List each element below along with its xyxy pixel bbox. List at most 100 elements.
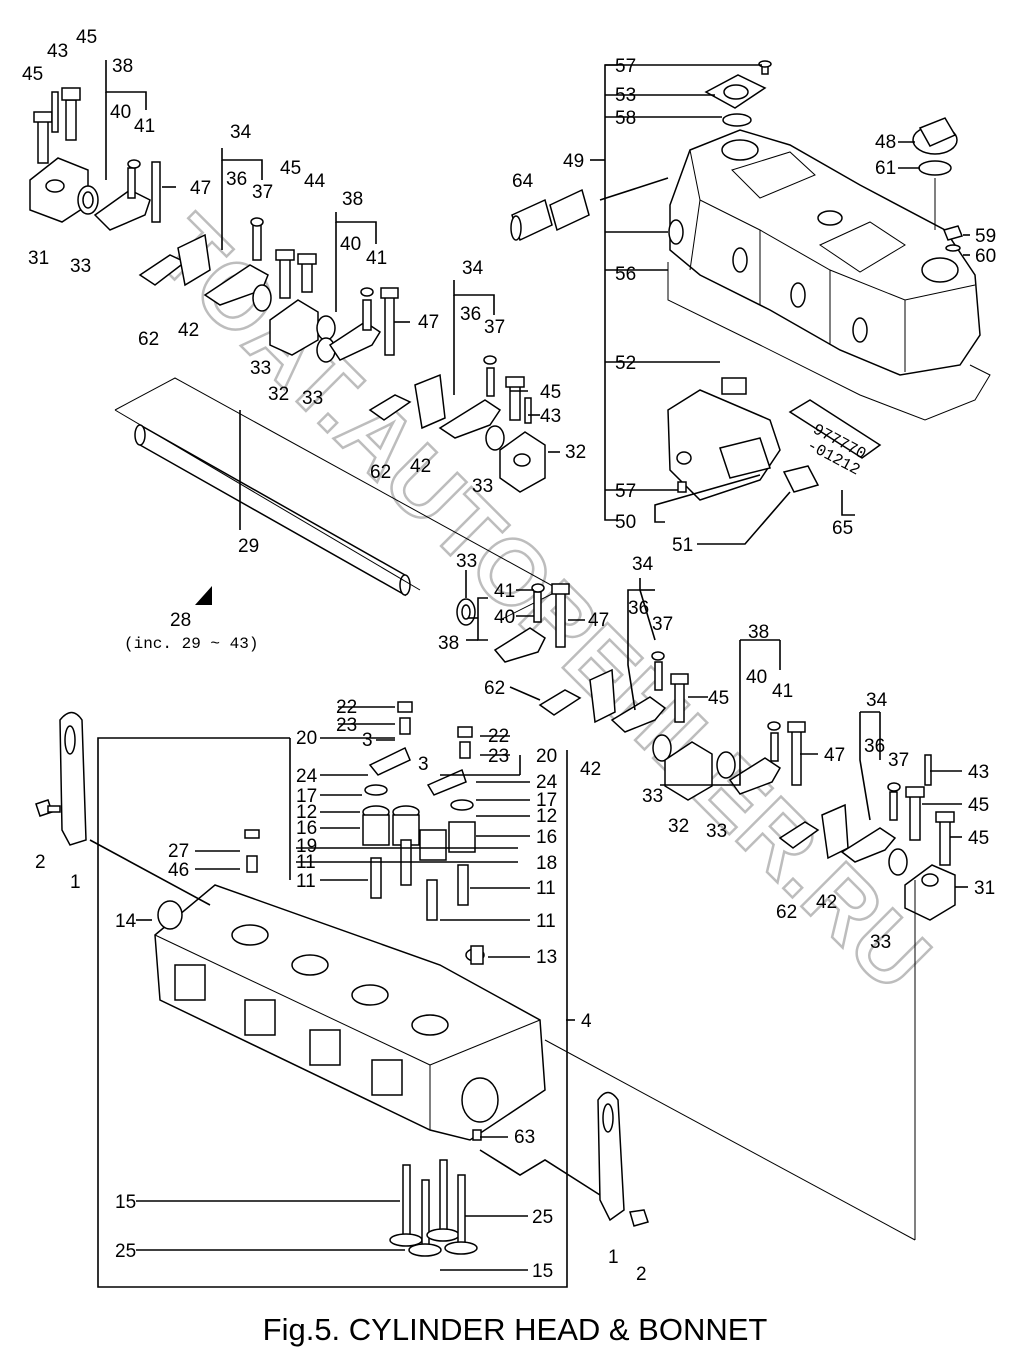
rocker-group-upper-middle <box>203 217 446 430</box>
callout-label: 64 <box>512 171 534 192</box>
callout-label: 57 <box>615 56 636 77</box>
callout-label: 34 <box>866 690 888 711</box>
callout-label: 34 <box>230 122 252 143</box>
callout-label: 33 <box>642 786 663 807</box>
callout-label: 62 <box>138 329 159 350</box>
callout-label: 36 <box>460 304 481 325</box>
callout-label: 57 <box>615 481 636 502</box>
callout-label: 20 <box>536 746 557 767</box>
callout-label: 11 <box>536 878 556 899</box>
bonnet-cover: 977770 -01212 <box>510 60 991 545</box>
callout-label: 47 <box>190 178 211 199</box>
callout-label: 4 <box>581 1011 592 1032</box>
callout-label: 31 <box>974 878 995 899</box>
callout-label: 37 <box>252 182 273 203</box>
rocker-shaft <box>114 377 562 621</box>
callout-label: 41 <box>134 116 155 137</box>
callout-label: 34 <box>462 258 484 279</box>
callout-label: 42 <box>580 759 601 780</box>
callout-label: 58 <box>615 108 636 129</box>
callout-label: 60 <box>975 246 996 267</box>
callout-label: 43 <box>47 41 68 62</box>
callout-label: 25 <box>115 1241 136 1262</box>
callout-label: 12 <box>536 806 557 827</box>
callout-label: 61 <box>875 158 896 179</box>
callout-label: 22 <box>488 726 509 747</box>
callout-label: 24 <box>536 772 558 793</box>
callout-label: 45 <box>76 27 97 48</box>
callout-label: 33 <box>70 256 91 277</box>
callout-label: 41 <box>772 681 793 702</box>
callout-label: 48 <box>875 132 896 153</box>
callout-label: 59 <box>975 226 996 247</box>
callout-label: 46 <box>168 860 189 881</box>
callout-label: 62 <box>484 678 505 699</box>
callout-label: 40 <box>494 607 515 628</box>
callout-label: 15 <box>115 1192 136 1213</box>
callout-label: 19 <box>296 836 317 857</box>
callout-label: 33 <box>302 388 323 409</box>
assembly-note: 28 (inc. 29 ~ 43) <box>124 586 258 653</box>
callout-label: 50 <box>615 512 636 533</box>
callout-label: 25 <box>532 1207 553 1228</box>
callout-label: 52 <box>615 353 636 374</box>
callout-label: 33 <box>706 821 727 842</box>
callout-label: 38 <box>748 622 769 643</box>
callout-label: 36 <box>864 736 885 757</box>
callout-label: 42 <box>816 892 837 913</box>
cylinder-head <box>154 884 546 1141</box>
callout-label: 3 <box>362 730 373 751</box>
callout-label: 32 <box>268 384 289 405</box>
valve-train <box>244 701 484 1257</box>
callout-label: 15 <box>532 1261 553 1282</box>
callout-label: 38 <box>438 633 459 654</box>
callout-label: 44 <box>304 171 326 192</box>
callout-label: 32 <box>565 442 586 463</box>
callout-label: 14 <box>115 911 137 932</box>
callout-label: 47 <box>588 610 609 631</box>
callout-label: 2 <box>35 852 46 873</box>
callout-label: 45 <box>968 828 989 849</box>
callout-label: 42 <box>410 456 431 477</box>
callout-label: 41 <box>494 581 515 602</box>
callout-label: 36 <box>226 169 247 190</box>
callout-label: 36 <box>628 598 649 619</box>
callout-label: 43 <box>968 762 989 783</box>
callout-label: 45 <box>968 795 989 816</box>
callout-label: 33 <box>250 358 271 379</box>
callout-label: 27 <box>168 841 189 862</box>
callout-label: 32 <box>668 816 689 837</box>
callout-label: 37 <box>888 750 909 771</box>
callout-label: 22 <box>336 697 357 718</box>
callout-label: 11 <box>296 871 316 892</box>
callout-label: 2 <box>636 1264 647 1285</box>
callout-label: 42 <box>178 320 199 341</box>
callout-label: 17 <box>536 790 557 811</box>
callout-label: 17 <box>296 786 317 807</box>
callout-label: 65 <box>832 518 853 539</box>
callout-label: 23 <box>488 746 509 767</box>
callout-label: 31 <box>28 248 49 269</box>
callout-label: 20 <box>296 728 317 749</box>
callout-label: 34 <box>632 554 654 575</box>
callout-label: 18 <box>536 853 557 874</box>
callout-label: 33 <box>456 551 477 572</box>
callout-label: 24 <box>296 766 318 787</box>
callout-label: 12 <box>296 802 317 823</box>
callout-label: 45 <box>280 158 301 179</box>
assembly-note-text: (inc. 29 ~ 43) <box>124 635 258 653</box>
callout-label: 43 <box>540 406 561 427</box>
callout-label: 38 <box>342 189 363 210</box>
callout-labels: 45 43 45 38 40 41 47 31 33 62 42 34 36 3… <box>22 27 996 1285</box>
leader-lines <box>89 60 968 1271</box>
callout-label: 38 <box>112 56 133 77</box>
callout-label: 41 <box>366 248 387 269</box>
callout-label: 16 <box>536 827 557 848</box>
callout-label: 37 <box>484 317 505 338</box>
callout-label: 56 <box>615 264 636 285</box>
callout-label: 51 <box>672 535 693 556</box>
callout-label: 33 <box>870 932 891 953</box>
callout-label: 62 <box>370 462 391 483</box>
callout-label: 45 <box>708 688 729 709</box>
